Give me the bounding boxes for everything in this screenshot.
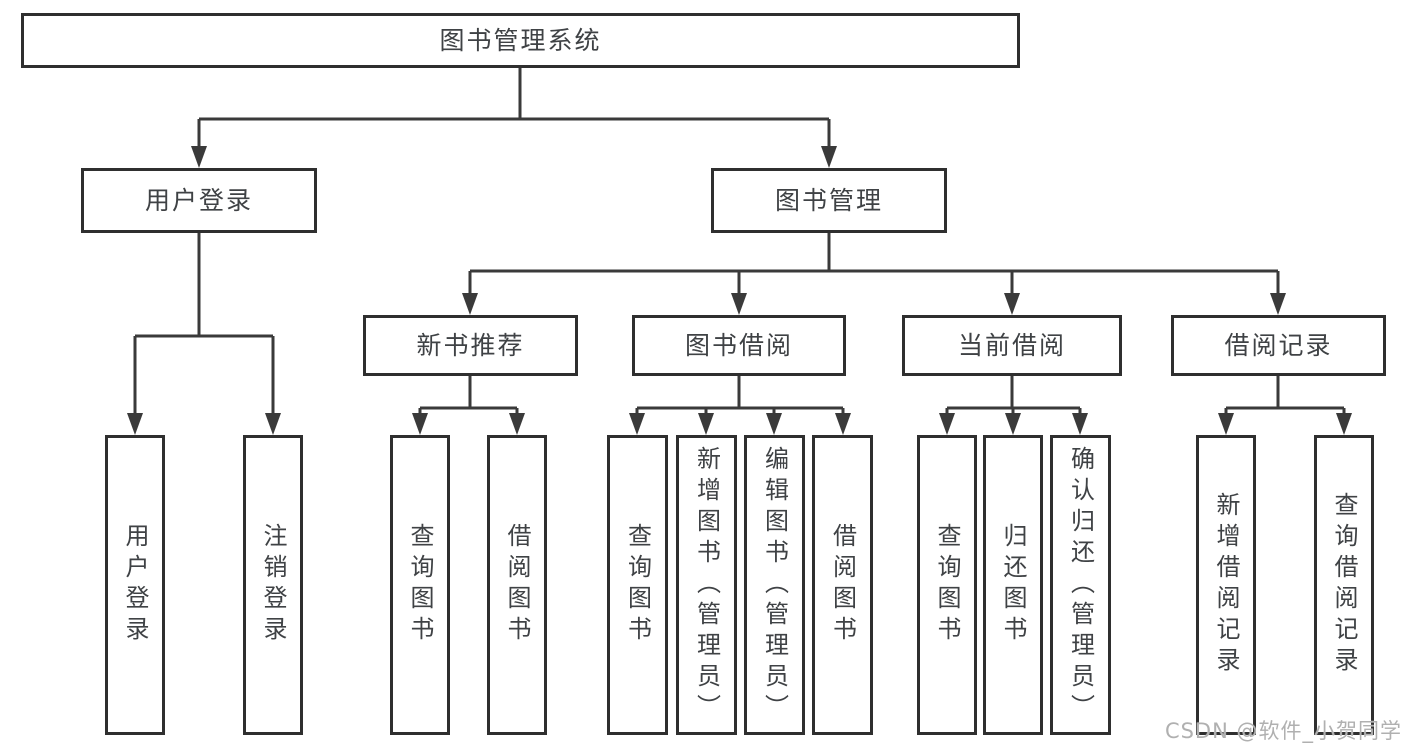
- spine-root: [199, 68, 829, 121]
- leaf-record-add-label: 新增借阅记录: [1212, 492, 1240, 678]
- spine-book-mgmt: [470, 233, 1278, 273]
- leaf-newbook-borrow-label: 借阅图书: [503, 523, 531, 647]
- node-user-login-label: 用户登录: [144, 186, 253, 215]
- spine-user-login: [135, 233, 273, 338]
- node-new-book-recommend-label: 新书推荐: [416, 331, 525, 360]
- node-library-system-label: 图书管理系统: [439, 26, 602, 55]
- node-user-login: 用户登录: [81, 168, 317, 233]
- leaf-record-query-label: 查询借阅记录: [1330, 492, 1358, 678]
- leaf-borrow-edit-admin: 编辑图书（管理员）: [744, 435, 805, 735]
- node-current-borrow-label: 当前借阅: [957, 331, 1066, 360]
- leaf-current-return-label: 归还图书: [999, 523, 1027, 647]
- leaf-newbook-query: 查询图书: [390, 435, 450, 735]
- leaf-logout: 注销登录: [243, 435, 303, 735]
- leaf-user-login-label: 用户登录: [121, 523, 149, 647]
- leaf-user-login: 用户登录: [105, 435, 165, 735]
- node-book-management-label: 图书管理: [774, 186, 883, 215]
- leaf-record-add: 新增借阅记录: [1196, 435, 1256, 735]
- node-borrow-record: 借阅记录: [1171, 315, 1386, 376]
- node-current-borrow: 当前借阅: [902, 315, 1122, 376]
- node-book-borrow: 图书借阅: [632, 315, 846, 376]
- leaf-borrow-query: 查询图书: [607, 435, 668, 735]
- spine-book-borrow: [637, 376, 843, 410]
- leaf-borrow-edit-admin-label: 编辑图书（管理员）: [760, 445, 789, 725]
- node-library-system: 图书管理系统: [21, 13, 1020, 68]
- spine-current-borrow: [947, 376, 1080, 410]
- spine-new-book: [420, 376, 517, 410]
- leaf-current-return: 归还图书: [983, 435, 1043, 735]
- leaf-newbook-query-label: 查询图书: [406, 523, 434, 647]
- leaf-newbook-borrow: 借阅图书: [487, 435, 547, 735]
- leaf-current-confirm-admin-label: 确认归还（管理员）: [1066, 445, 1095, 725]
- leaf-borrow-add-admin: 新增图书（管理员）: [676, 435, 737, 735]
- node-borrow-record-label: 借阅记录: [1224, 331, 1333, 360]
- leaf-record-query: 查询借阅记录: [1314, 435, 1374, 735]
- node-book-borrow-label: 图书借阅: [684, 331, 793, 360]
- leaf-borrow-add-admin-label: 新增图书（管理员）: [692, 445, 721, 725]
- spine-borrow-record: [1226, 376, 1344, 410]
- node-new-book-recommend: 新书推荐: [363, 315, 578, 376]
- leaf-current-query: 查询图书: [917, 435, 977, 735]
- watermark: CSDN @软件_小贺同学: [1164, 719, 1402, 743]
- node-book-management: 图书管理: [711, 168, 947, 233]
- leaf-logout-label: 注销登录: [259, 523, 287, 647]
- leaf-current-query-label: 查询图书: [933, 523, 961, 647]
- leaf-borrow-query-label: 查询图书: [623, 523, 652, 647]
- leaf-borrow-borrow: 借阅图书: [812, 435, 873, 735]
- arrowheads: [127, 146, 1352, 435]
- leaf-borrow-borrow-label: 借阅图书: [828, 523, 857, 647]
- leaf-current-confirm-admin: 确认归还（管理员）: [1050, 435, 1111, 735]
